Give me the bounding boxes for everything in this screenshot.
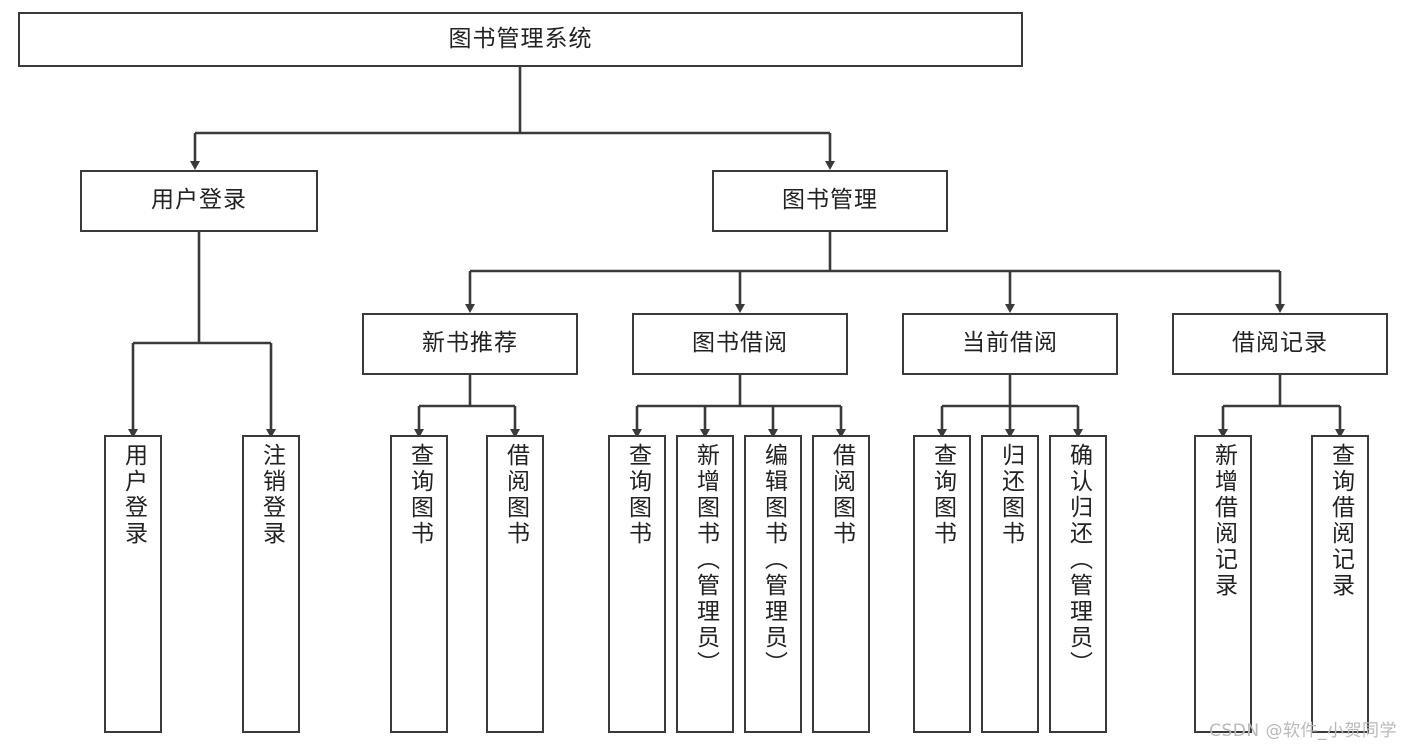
node-leaf-book-borrow-edit-label: 编辑图书（管理员） — [760, 443, 787, 677]
node-leaf-current-borrow-confirm-label: 确认归还（管理员） — [1065, 443, 1092, 677]
node-book-borrow[interactable]: 图书借阅 — [632, 313, 848, 375]
node-borrow-record[interactable]: 借阅记录 — [1172, 313, 1388, 375]
node-leaf-new-book-borrow-label: 借阅图书 — [502, 443, 529, 547]
node-leaf-book-borrow-borrow[interactable]: 借阅图书 — [812, 435, 870, 733]
node-current-borrow-label: 当前借阅 — [962, 330, 1058, 357]
node-leaf-current-borrow-confirm[interactable]: 确认归还（管理员） — [1049, 435, 1107, 733]
node-leaf-user-login-signout-label: 注销登录 — [258, 443, 285, 547]
node-leaf-book-borrow-add[interactable]: 新增图书（管理员） — [676, 435, 734, 733]
node-leaf-book-borrow-query[interactable]: 查询图书 — [608, 435, 666, 733]
node-leaf-user-login-signin-label: 用户登录 — [120, 443, 147, 547]
node-book-management[interactable]: 图书管理 — [712, 170, 948, 232]
node-leaf-book-borrow-add-label: 新增图书（管理员） — [692, 443, 719, 677]
node-leaf-borrow-record-add[interactable]: 新增借阅记录 — [1194, 435, 1252, 733]
node-root-system-label: 图书管理系统 — [448, 25, 593, 52]
node-leaf-borrow-record-query-label: 查询借阅记录 — [1327, 443, 1354, 599]
node-leaf-current-borrow-return[interactable]: 归还图书 — [981, 435, 1039, 733]
node-current-borrow[interactable]: 当前借阅 — [902, 313, 1118, 375]
node-leaf-book-borrow-edit[interactable]: 编辑图书（管理员） — [744, 435, 802, 733]
node-leaf-new-book-query-label: 查询图书 — [406, 443, 433, 547]
node-root-system[interactable]: 图书管理系统 — [18, 12, 1023, 67]
node-leaf-book-borrow-query-label: 查询图书 — [624, 443, 651, 547]
node-user-login-label: 用户登录 — [151, 187, 247, 214]
node-leaf-borrow-record-add-label: 新增借阅记录 — [1210, 443, 1237, 599]
node-new-book-recommend[interactable]: 新书推荐 — [362, 313, 578, 375]
node-leaf-user-login-signin[interactable]: 用户登录 — [104, 435, 162, 733]
node-borrow-record-label: 借阅记录 — [1232, 330, 1328, 357]
node-leaf-current-borrow-return-label: 归还图书 — [997, 443, 1024, 547]
node-leaf-borrow-record-query[interactable]: 查询借阅记录 — [1311, 435, 1369, 733]
node-book-borrow-label: 图书借阅 — [692, 330, 788, 357]
node-user-login[interactable]: 用户登录 — [80, 170, 318, 232]
node-leaf-user-login-signout[interactable]: 注销登录 — [242, 435, 300, 733]
node-new-book-recommend-label: 新书推荐 — [422, 330, 518, 357]
node-leaf-new-book-borrow[interactable]: 借阅图书 — [486, 435, 544, 733]
csdn-watermark: CSDN @软件_小贺同学 — [1209, 721, 1397, 741]
node-book-management-label: 图书管理 — [782, 187, 878, 214]
node-leaf-current-borrow-query-label: 查询图书 — [929, 443, 956, 547]
node-leaf-new-book-query[interactable]: 查询图书 — [390, 435, 448, 733]
node-leaf-book-borrow-borrow-label: 借阅图书 — [828, 443, 855, 547]
node-leaf-current-borrow-query[interactable]: 查询图书 — [913, 435, 971, 733]
